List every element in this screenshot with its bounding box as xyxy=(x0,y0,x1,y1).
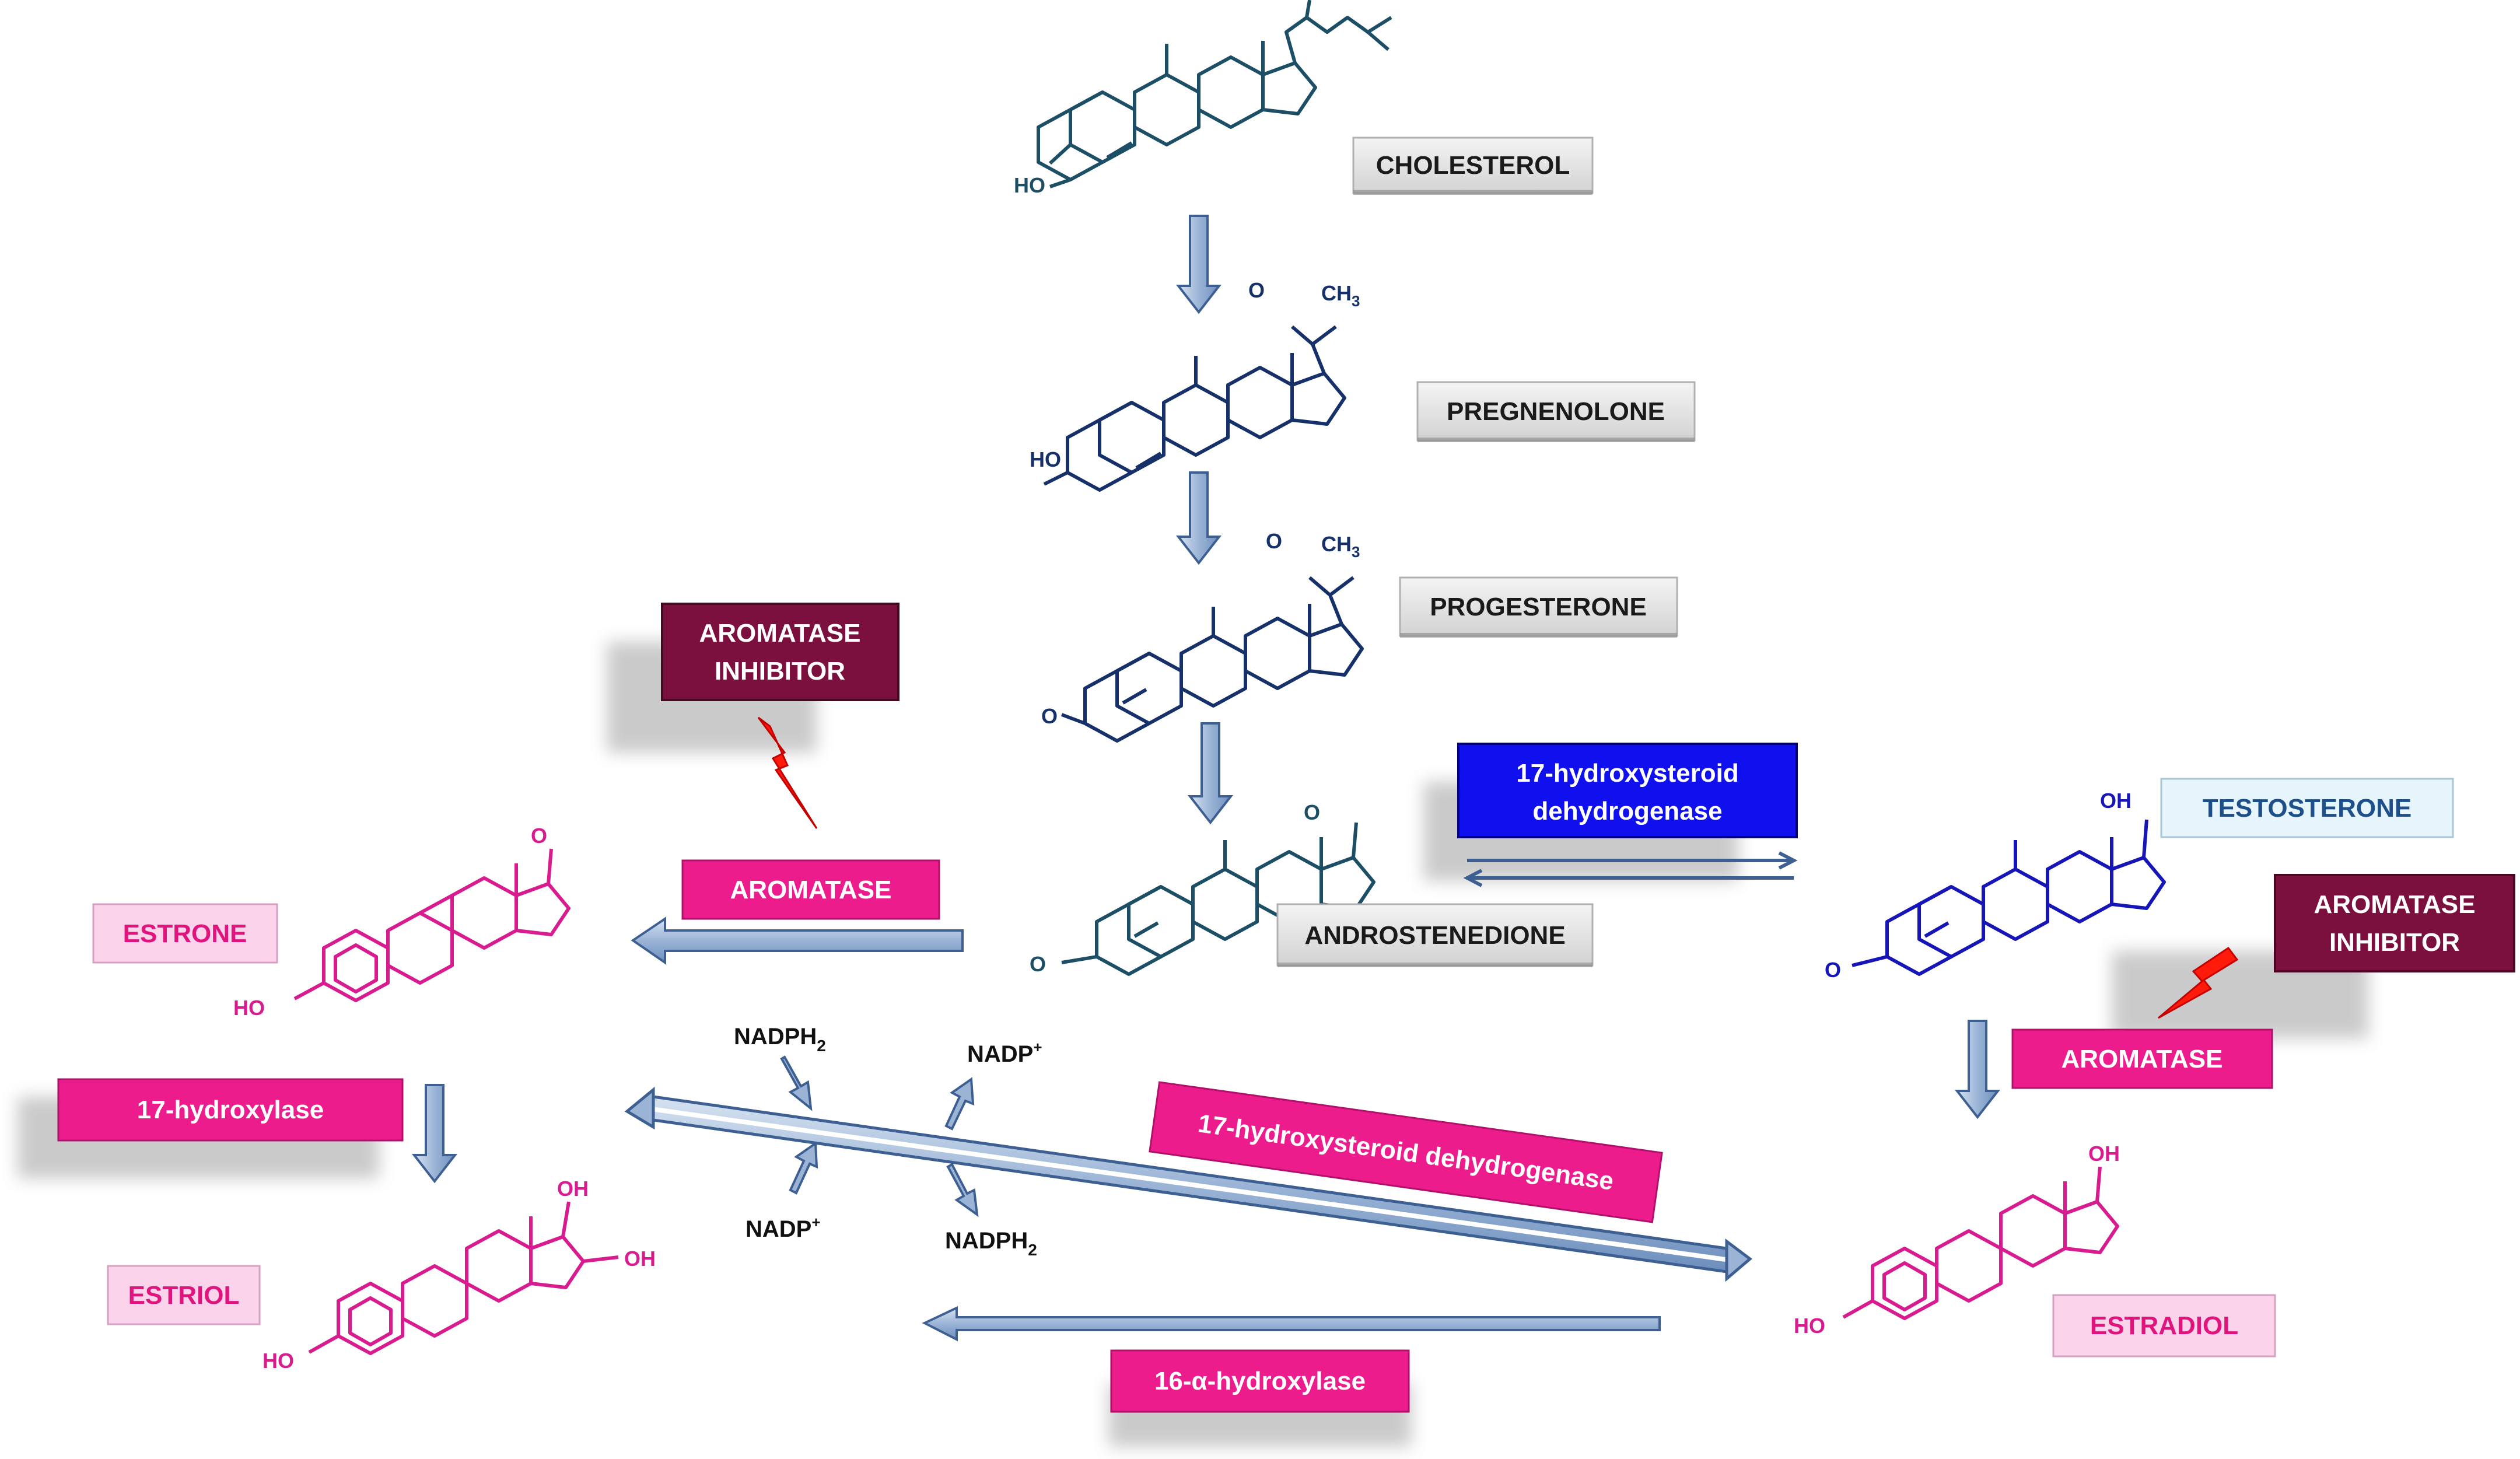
vertical-arrows xyxy=(411,215,2001,1184)
progesterone-ch3-atom: CH3 xyxy=(1321,532,1360,561)
hydroxylase-17-label: 17-hydroxylase xyxy=(137,1096,324,1124)
horizontal-arrows xyxy=(624,851,1798,1342)
hsd-double-arrows xyxy=(1463,851,1798,887)
arrow-testosterone-to-estradiol xyxy=(1954,1020,2001,1119)
enzyme-17-hydroxylase: 17-hydroxylase xyxy=(57,1078,404,1142)
cholesterol-label: CHOLESTEROL xyxy=(1376,151,1570,180)
estrone-molecule xyxy=(293,848,570,1002)
estriol-oh-atom-right: OH xyxy=(624,1247,656,1271)
aromatase-right-label: AROMATASE xyxy=(2061,1045,2222,1073)
label-cholesterol: CHOLESTEROL xyxy=(1352,137,1594,195)
estrone-ho-atom: HO xyxy=(233,996,265,1020)
diagonal-double-arrow xyxy=(624,1086,1753,1282)
estradiol-molecule xyxy=(1842,1166,2119,1320)
nadph2-bottom-label: NADPH2 xyxy=(945,1228,1037,1259)
aromatase-inhibitor-left: AROMATASE INHIBITOR xyxy=(661,603,900,701)
hydroxylase-16a-label: 16-α-hydroxylase xyxy=(1154,1367,1366,1395)
androstenedione-molecule xyxy=(1061,822,1376,976)
arrow-progesterone-to-androstenedione xyxy=(1187,722,1234,825)
label-estriol: ESTRIOL xyxy=(107,1265,261,1325)
progesterone-molecule xyxy=(1060,576,1364,743)
estradiol-ho-atom: HO xyxy=(1794,1314,1825,1338)
androstenedione-label: ANDROSTENEDIONE xyxy=(1304,921,1565,950)
label-estrone: ESTRONE xyxy=(92,903,278,964)
testosterone-oh-atom: OH xyxy=(2100,789,2132,813)
androstenedione-keto-o-atom: O xyxy=(1304,800,1320,824)
pregnenolone-label: PREGNENOLONE xyxy=(1447,397,1665,426)
inhibition-bolts xyxy=(757,716,2239,1019)
cofactor-labels: NADPH2 NADP+ NADP+ NADPH2 xyxy=(734,1024,1042,1259)
inhibitor-left-line2: INHIBITOR xyxy=(715,657,845,685)
cofactor-arrows xyxy=(780,1055,979,1217)
progesterone-label: PROGESTERONE xyxy=(1430,593,1647,621)
enzyme-aromatase-right: AROMATASE xyxy=(2011,1028,2273,1089)
estriol-molecule xyxy=(308,1201,619,1355)
arrow-cholesterol-to-pregnenolone xyxy=(1175,215,1222,314)
inhibitor-right-line2: INHIBITOR xyxy=(2329,928,2460,957)
estradiol-label: ESTRADIOL xyxy=(2090,1311,2238,1340)
estriol-oh-atom-top: OH xyxy=(557,1177,589,1201)
arrow-estrone-to-estriol xyxy=(411,1084,458,1184)
lightning-bolt-left-icon xyxy=(757,716,818,829)
label-androstenedione: ANDROSTENEDIONE xyxy=(1276,903,1594,967)
aromatase-left-label: AROMATASE xyxy=(730,876,891,904)
testosterone-label: TESTOSTERONE xyxy=(2203,794,2412,823)
inhibitor-right-line1: AROMATASE xyxy=(2314,890,2475,919)
testosterone-o-atom: O xyxy=(1825,958,1841,982)
label-pregnenolone: PREGNENOLONE xyxy=(1416,381,1696,442)
estrone-label: ESTRONE xyxy=(123,919,247,948)
arrow-estradiol-to-estriol xyxy=(922,1306,1661,1342)
nadp-bottom-label: NADP+ xyxy=(746,1213,821,1242)
pregnenolone-molecule xyxy=(1043,325,1346,492)
hsd-top-line1: 17-hydroxysteroid xyxy=(1516,759,1738,788)
androstenedione-o-atom: O xyxy=(1030,952,1046,976)
pregnenolone-o-atom: O xyxy=(1248,278,1265,302)
nadph2-top-label: NADPH2 xyxy=(734,1024,826,1055)
lightning-bolt-right-icon xyxy=(2158,946,2239,1019)
aromatase-inhibitor-right: AROMATASE INHIBITOR xyxy=(2274,874,2515,972)
label-estradiol: ESTRADIOL xyxy=(2052,1294,2276,1357)
inhibitor-left-line1: AROMATASE xyxy=(699,619,860,648)
nadp-top-label: NADP+ xyxy=(967,1038,1042,1067)
estriol-label: ESTRIOL xyxy=(128,1281,240,1310)
pregnenolone-ch3-atom: CH3 xyxy=(1321,281,1360,310)
testosterone-molecule xyxy=(1852,819,2166,976)
estradiol-oh-atom: OH xyxy=(2088,1142,2120,1166)
cholesterol-molecule xyxy=(1037,0,1392,188)
enzyme-aromatase-left: AROMATASE xyxy=(681,859,940,920)
hsd-top-line2: dehydrogenase xyxy=(1532,797,1722,825)
arrow-androstenedione-to-estrone xyxy=(631,916,964,965)
label-progesterone: PROGESTERONE xyxy=(1399,576,1678,638)
progesterone-o-atom: O xyxy=(1041,704,1058,728)
pregnenolone-ho-atom: HO xyxy=(1030,447,1061,471)
estriol-ho-atom: HO xyxy=(262,1349,294,1373)
estrone-o-atom: O xyxy=(531,824,547,848)
cholesterol-ho-atom: HO xyxy=(1014,173,1045,197)
progesterone-keto-o-atom: O xyxy=(1266,529,1282,553)
enzyme-17-hsd-top: 17-hydroxysteroid dehydrogenase xyxy=(1457,743,1798,838)
label-testosterone: TESTOSTERONE xyxy=(2160,778,2454,838)
arrow-pregnenolone-to-progesterone xyxy=(1175,471,1222,565)
enzyme-16a-hydroxylase: 16-α-hydroxylase xyxy=(1110,1349,1410,1413)
